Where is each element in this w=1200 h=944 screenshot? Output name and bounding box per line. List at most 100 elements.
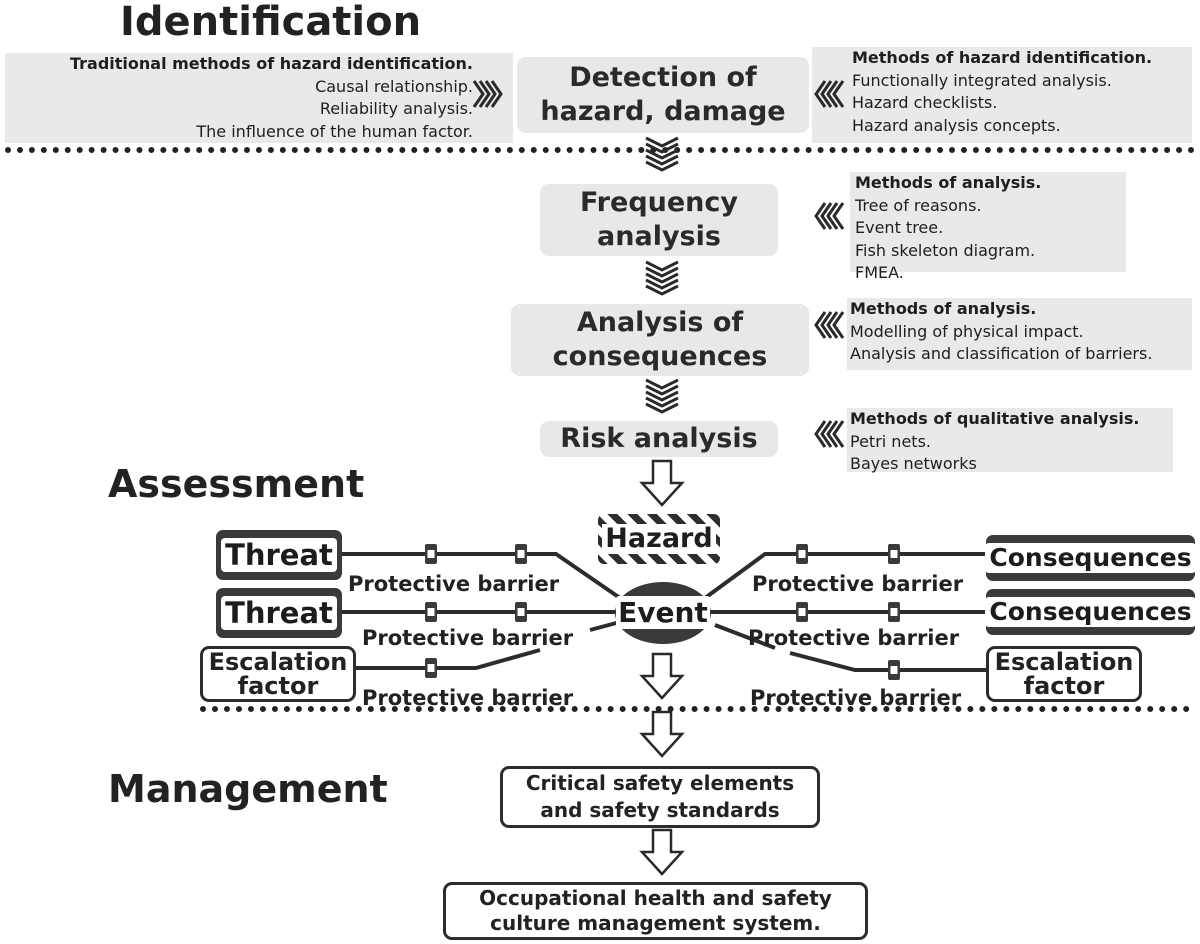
- divider-assessment: [200, 706, 1190, 712]
- threat-box-1: Threat: [216, 530, 342, 580]
- open-arrow-down-icon: [640, 710, 684, 758]
- risk-methods-panel: Methods of qualitative analysis. Petri n…: [848, 408, 1139, 476]
- consequences-box-2: Consequences: [985, 589, 1196, 635]
- risk-method-item: Petri nets.: [850, 431, 931, 451]
- chevron-left-icon: [814, 419, 845, 449]
- section-title-identification: Identification: [120, 0, 422, 45]
- hazard-label: Hazard: [602, 524, 716, 554]
- hazard-identification-item: Functionally integrated analysis.: [852, 70, 1112, 90]
- risk-method-item: Bayes networks: [850, 454, 977, 473]
- stage-detection-line1: Detection of: [569, 62, 757, 93]
- chevron-down-icon: [644, 136, 680, 172]
- barrier-bead: [425, 544, 437, 564]
- traditional-methods-panel: Traditional methods of hazard identifica…: [5, 53, 477, 143]
- escalation-right-line2: factor: [1023, 672, 1105, 700]
- consequences-box-1: Consequences: [985, 535, 1196, 581]
- event-label: Event: [612, 595, 714, 631]
- chevron-right-icon: [472, 79, 503, 109]
- traditional-methods-heading: Traditional methods of hazard identifica…: [69, 54, 473, 73]
- section-title-assessment: Assessment: [108, 462, 365, 506]
- threat-box-2: Threat: [216, 588, 342, 638]
- hazard-identification-item: Hazard checklists.: [852, 93, 998, 112]
- barrier-bead: [515, 544, 527, 564]
- stage-risk-analysis: Risk analysis: [540, 421, 778, 457]
- consequence-line-1: [703, 552, 986, 600]
- protective-barrier-label: Protective barrier: [750, 686, 962, 710]
- event-text: Event: [616, 596, 710, 629]
- barrier-bead: [796, 544, 808, 564]
- hazard-identification-item: Hazard analysis concepts.: [852, 115, 1061, 135]
- consequence-method-item: Modelling of physical impact.: [850, 321, 1084, 341]
- escalation-right-line1: Escalation: [994, 648, 1134, 676]
- divider-identification: [5, 147, 1195, 153]
- protective-barrier-label: Protective barrier: [748, 626, 960, 650]
- section-title-management: Management: [108, 767, 388, 811]
- escalation-left-line1: Escalation: [208, 648, 348, 676]
- hazard-sign: Hazard: [598, 514, 720, 564]
- chevron-down-icon: [644, 378, 680, 414]
- chevron-left-icon: [814, 79, 845, 109]
- hazard-identification-heading: Methods of hazard identification.: [852, 48, 1153, 67]
- open-arrow-down-icon: [640, 652, 684, 700]
- threat-label: Threat: [221, 596, 337, 630]
- protective-barrier-label: Protective barrier: [348, 572, 560, 596]
- traditional-method-item: Causal relationship.: [315, 76, 473, 96]
- risk-methods-panel-bg: [847, 408, 1173, 472]
- critical-safety-line2: and safety standards: [540, 798, 780, 822]
- frequency-methods-heading: Methods of analysis.: [855, 173, 1042, 192]
- left-methods-panel-bg: [5, 53, 513, 143]
- traditional-method-item: The influence of the human factor.: [196, 121, 473, 141]
- threat-label: Threat: [221, 538, 337, 572]
- consequence-method-item: Analysis and classification of barriers.: [850, 344, 1153, 363]
- barrier-bead: [888, 660, 900, 680]
- frequency-method-item: Fish skeleton diagram.: [855, 240, 1036, 260]
- ohs-line2: culture management system.: [490, 911, 821, 935]
- risk-methods-heading: Methods of qualitative analysis.: [850, 409, 1140, 428]
- barrier-bead: [425, 602, 437, 622]
- stage-consequences-line2: consequences: [552, 341, 768, 372]
- stage-frequency-line1: Frequency: [579, 187, 739, 218]
- escalation-left-line2: factor: [237, 672, 319, 700]
- frequency-methods-panel-bg: [850, 172, 1126, 272]
- stage-frequency-line2: analysis: [597, 221, 721, 252]
- frequency-method-item: Tree of reasons.: [855, 195, 982, 215]
- barrier-bead: [888, 602, 900, 622]
- protective-barrier-label: Protective barrier: [362, 686, 574, 710]
- consequence-methods-panel: Methods of analysis. Modelling of physic…: [848, 298, 1152, 366]
- critical-safety-elements-box: Critical safety elements and safety stand…: [500, 766, 820, 828]
- right-methods-panel-bg: [812, 47, 1192, 143]
- ohs-line1: Occupational health and safety: [479, 886, 832, 910]
- protective-barrier-label: Protective barrier: [362, 626, 574, 650]
- frequency-method-item: FMEA.: [855, 263, 904, 282]
- chevron-left-icon: [814, 310, 845, 340]
- escalation-line-left: [356, 648, 541, 670]
- critical-safety-line1: Critical safety elements: [525, 771, 795, 795]
- consequence-methods-panel-bg: [847, 298, 1192, 370]
- protective-barrier-label: Protective barrier: [752, 572, 964, 596]
- open-arrow-down-icon: [640, 828, 684, 876]
- barrier-bead: [796, 602, 808, 622]
- stage-consequences-line1: Analysis of: [576, 307, 744, 338]
- open-arrow-down-icon: [640, 459, 684, 507]
- escalation-line-right: [789, 651, 986, 672]
- barrier-bead: [425, 658, 437, 678]
- threat-line-1: [342, 552, 622, 600]
- stage-detection-line2: hazard, damage: [540, 96, 786, 127]
- chevron-left-icon: [814, 201, 845, 231]
- barrier-bead: [888, 544, 900, 564]
- frequency-method-item: Event tree.: [855, 218, 944, 237]
- chevron-down-icon: [644, 260, 680, 296]
- barrier-bead: [515, 602, 527, 622]
- consequences-label: Consequences: [985, 543, 1196, 573]
- consequences-label: Consequences: [985, 597, 1196, 627]
- frequency-methods-panel: Methods of analysis. Tree of reasons. Ev…: [853, 172, 1041, 285]
- traditional-method-item: Reliability analysis.: [319, 99, 473, 118]
- consequence-methods-heading: Methods of analysis.: [850, 299, 1037, 318]
- hazard-identification-methods-panel: Methods of hazard identification. Functi…: [850, 47, 1152, 137]
